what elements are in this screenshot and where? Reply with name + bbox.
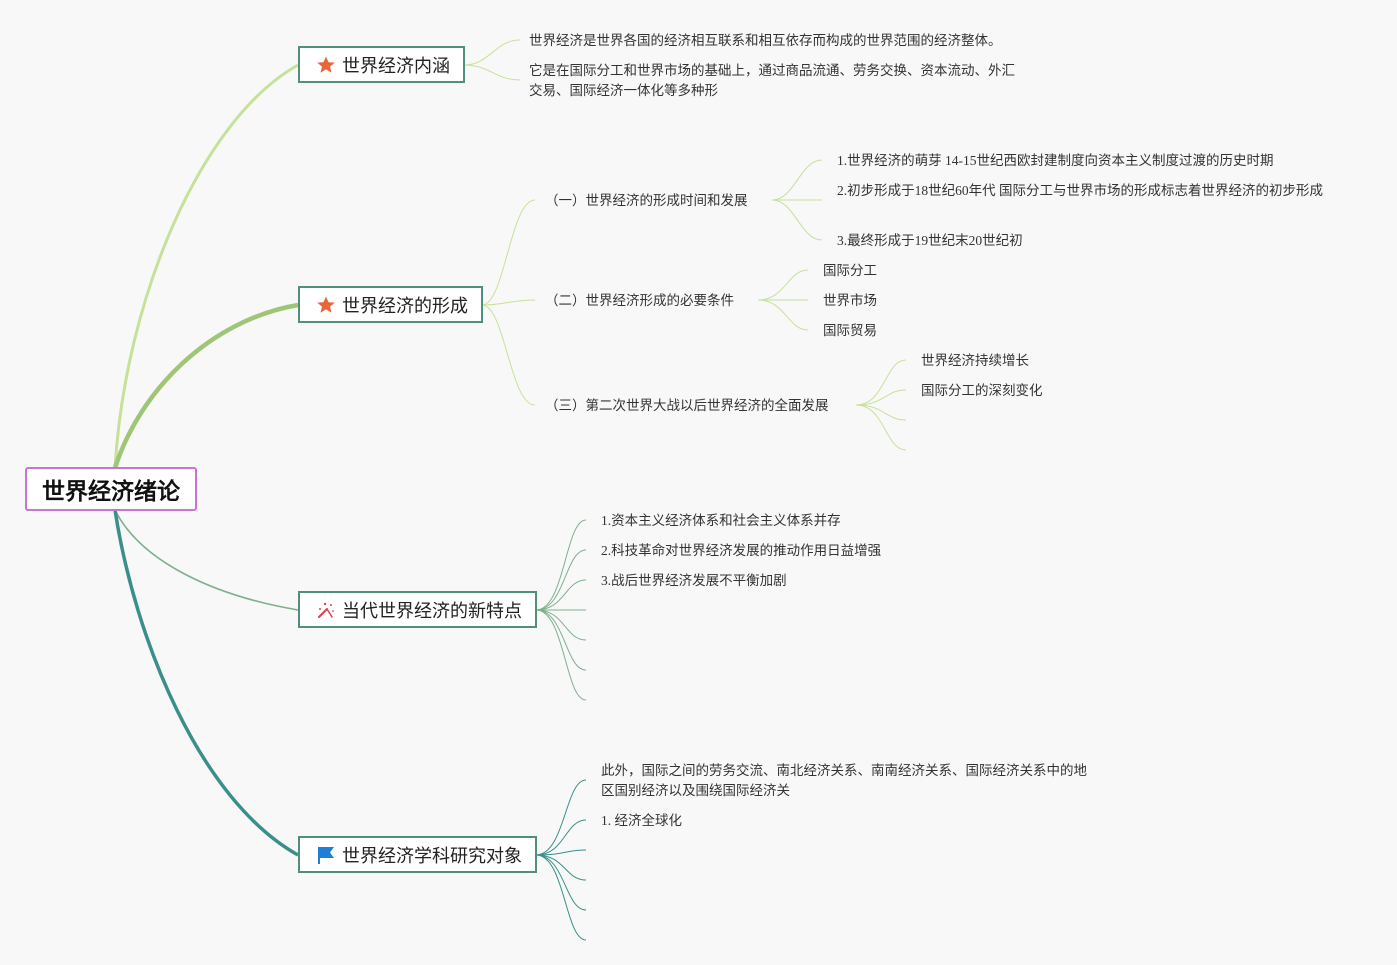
b2-sub1-item[interactable]: 1.世界经济的萌芽 14-15世纪西欧封建制度向资本主义制度过渡的历史时期 bbox=[837, 153, 1274, 168]
b2-sub2-item[interactable]: 世界市场 bbox=[823, 293, 877, 308]
b2-sub1-item[interactable]: 3.最终形成于19世纪末20世纪初 bbox=[837, 233, 1023, 248]
topic-b1-label: 世界经济内涵 bbox=[342, 55, 450, 77]
b1-item[interactable]: 世界经济是世界各国的经济相互联系和相互依存而构成的世界范围的经济整体。 bbox=[529, 33, 1002, 48]
connector-root-b2 bbox=[112, 302, 299, 469]
b1-item[interactable]: 它是在国际分工和世界市场的基础上，通过商品流通、劳务交换、资本流动、外汇交易、国… bbox=[529, 63, 1015, 98]
flag-icon bbox=[316, 845, 336, 865]
b2-sub3-item[interactable]: 国际分工的深刻变化 bbox=[921, 383, 1043, 398]
topic-b3-label: 当代世界经济的新特点 bbox=[342, 600, 522, 622]
b3-item[interactable]: 2.科技革命对世界经济发展的推动作用日益增强 bbox=[601, 543, 882, 558]
topic-b4[interactable]: 世界经济学科研究对象 bbox=[298, 836, 537, 873]
star-icon bbox=[316, 55, 336, 75]
connector-root-b1 bbox=[113, 63, 299, 469]
b2-sub2-item[interactable]: 国际贸易 bbox=[823, 323, 877, 338]
b4-item[interactable]: 1. 经济全球化 bbox=[601, 813, 682, 828]
connector-root-b4 bbox=[113, 509, 299, 857]
topic-b2-label: 世界经济的形成 bbox=[342, 295, 468, 317]
b2-sub[interactable]: （三）第二次世界大战以后世界经济的全面发展 bbox=[545, 398, 829, 413]
topic-b1[interactable]: 世界经济内涵 bbox=[298, 46, 465, 83]
b4-item[interactable]: 此外，国际之间的劳务交流、南北经济关系、南南经济关系、国际经济关系中的地区国别经… bbox=[601, 763, 1087, 798]
magic-wand-icon bbox=[316, 600, 336, 620]
b2-sub[interactable]: （一）世界经济的形成时间和发展 bbox=[545, 193, 748, 208]
b3-item[interactable]: 3.战后世界经济发展不平衡加剧 bbox=[601, 573, 787, 588]
root-topic[interactable]: 世界经济绪论 bbox=[25, 467, 197, 511]
b2-sub1-item[interactable]: 2.初步形成于18世纪60年代 国际分工与世界市场的形成标志着世界经济的初步形成 bbox=[837, 183, 1323, 198]
topic-b2[interactable]: 世界经济的形成 bbox=[298, 286, 483, 323]
star-icon bbox=[316, 295, 336, 315]
b3-item[interactable]: 1.资本主义经济体系和社会主义体系并存 bbox=[601, 513, 841, 528]
connector-root-b3 bbox=[114, 509, 299, 611]
b2-sub2-item[interactable]: 国际分工 bbox=[823, 263, 877, 278]
topic-b4-label: 世界经济学科研究对象 bbox=[342, 845, 522, 867]
topic-b3[interactable]: 当代世界经济的新特点 bbox=[298, 591, 537, 628]
b2-sub[interactable]: （二）世界经济形成的必要条件 bbox=[545, 293, 734, 308]
b2-sub3-item[interactable]: 世界经济持续增长 bbox=[921, 353, 1029, 368]
